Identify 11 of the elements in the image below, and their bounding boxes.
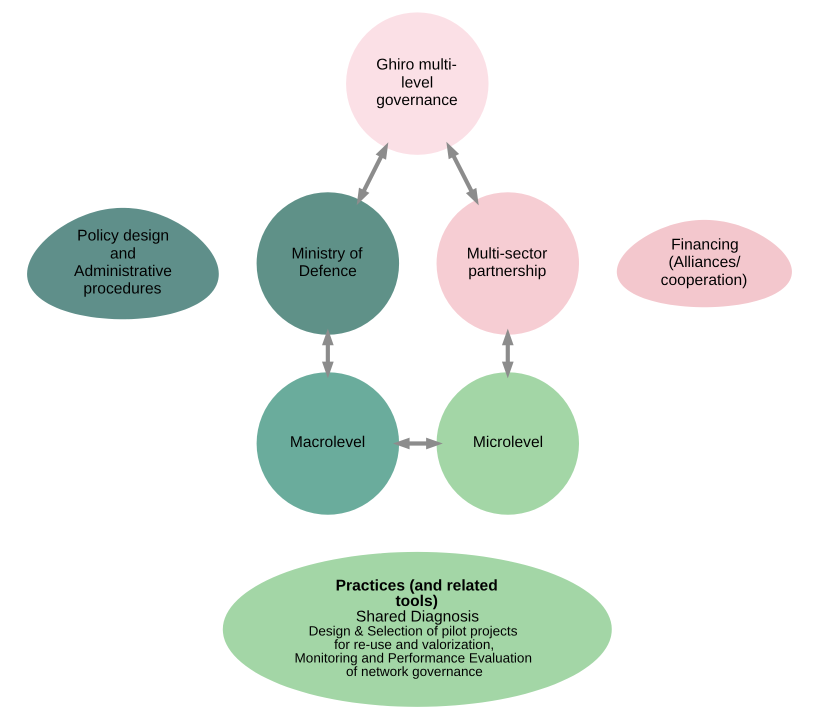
arrow <box>392 438 442 450</box>
arrow <box>322 328 334 378</box>
arrow <box>501 328 514 378</box>
node-circle: Microlevel <box>436 372 579 515</box>
arrow <box>356 142 388 206</box>
node-circle: Macrolevel <box>256 372 399 515</box>
node-circle: Ghiro multi-level governance <box>346 12 488 155</box>
node-ellipse: Practices (and related tools) Shared Diagnosis Design & Selection of pilot projects for re-use and valorization, Monitoring and Performance Evaluation of network governance <box>222 552 612 707</box>
arrow <box>446 142 478 206</box>
node-circle: Multi-sector partnership <box>436 192 579 335</box>
node-circle: Ministry of Defence <box>256 192 399 335</box>
